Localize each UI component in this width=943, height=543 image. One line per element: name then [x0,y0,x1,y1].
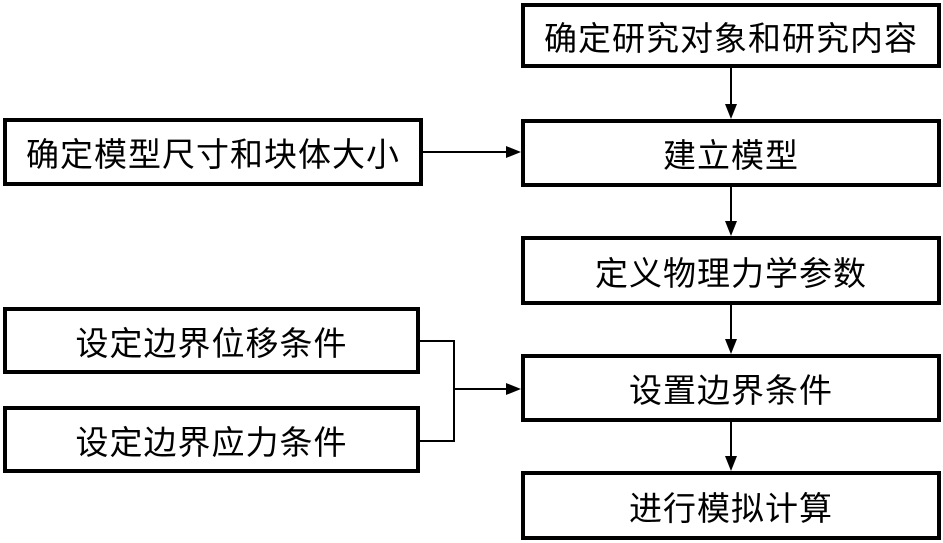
arrow-build-to-params-head [725,221,737,236]
arrow-boundary-to-simulation-head [725,456,737,471]
node-model-size: 确定模型尺寸和块体大小 [3,118,423,186]
node-build-model: 建立模型 [521,119,941,187]
arrow-research-to-build-head [725,104,737,119]
arrow-params-to-boundary-head [725,339,737,354]
node-boundary-conditions: 设置边界条件 [521,354,941,422]
node-simulation: 进行模拟计算 [521,471,941,540]
arrow-modelsize-to-build-head [506,146,521,158]
bracket-boundary-join [420,340,455,442]
arrow-bracket-to-boundary-head [506,383,521,395]
node-research-content: 确定研究对象和研究内容 [521,3,941,68]
node-stress-boundary: 设定边界应力条件 [3,406,420,473]
node-physical-params: 定义物理力学参数 [521,236,941,305]
node-displacement-boundary: 设定边界位移条件 [3,307,420,374]
